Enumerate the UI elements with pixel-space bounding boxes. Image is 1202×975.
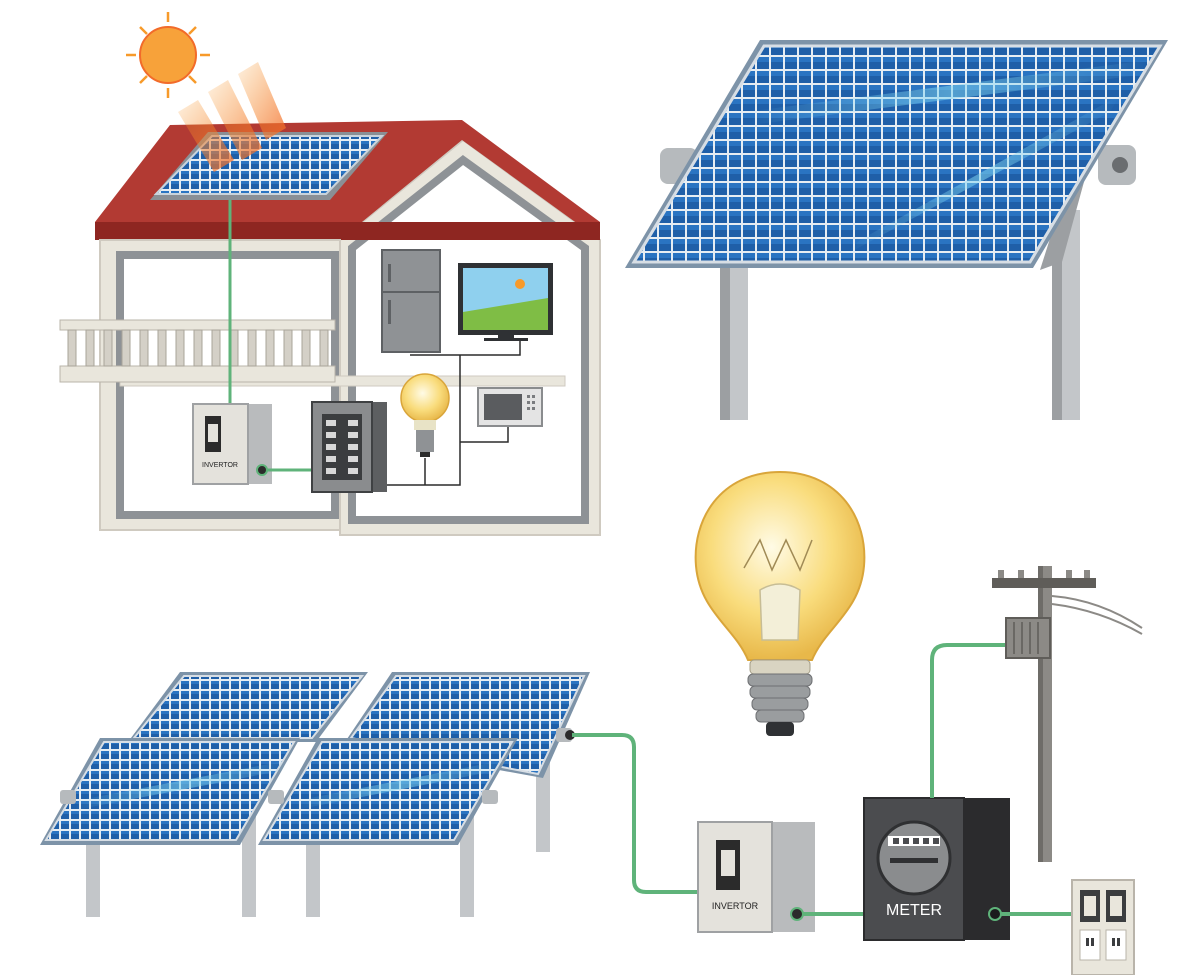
television [458, 263, 553, 341]
house-inverter-label: INVERTOR [202, 462, 238, 469]
solar-panel-array-icon [40, 672, 590, 917]
refrigerator [381, 249, 441, 353]
power-outlet-icon [1071, 879, 1135, 975]
electric-meter-icon: METER [863, 797, 1010, 941]
meter-label: METER [886, 902, 942, 919]
inverter-icon: INVERTOR [697, 821, 815, 933]
breaker-panel [311, 401, 387, 493]
house-inverter: INVERTOR [192, 403, 272, 485]
house-icon: INVERTOR [59, 62, 601, 536]
microwave [477, 387, 543, 427]
solar-panel-icon [625, 40, 1168, 420]
light-bulb-icon [694, 470, 866, 736]
utility-pole-icon [992, 566, 1143, 862]
small-light-bulb [400, 373, 450, 457]
sun-icon [126, 12, 210, 98]
sun-rays [178, 62, 286, 172]
field-inverter-label: INVERTOR [712, 901, 759, 911]
balcony [59, 319, 336, 383]
